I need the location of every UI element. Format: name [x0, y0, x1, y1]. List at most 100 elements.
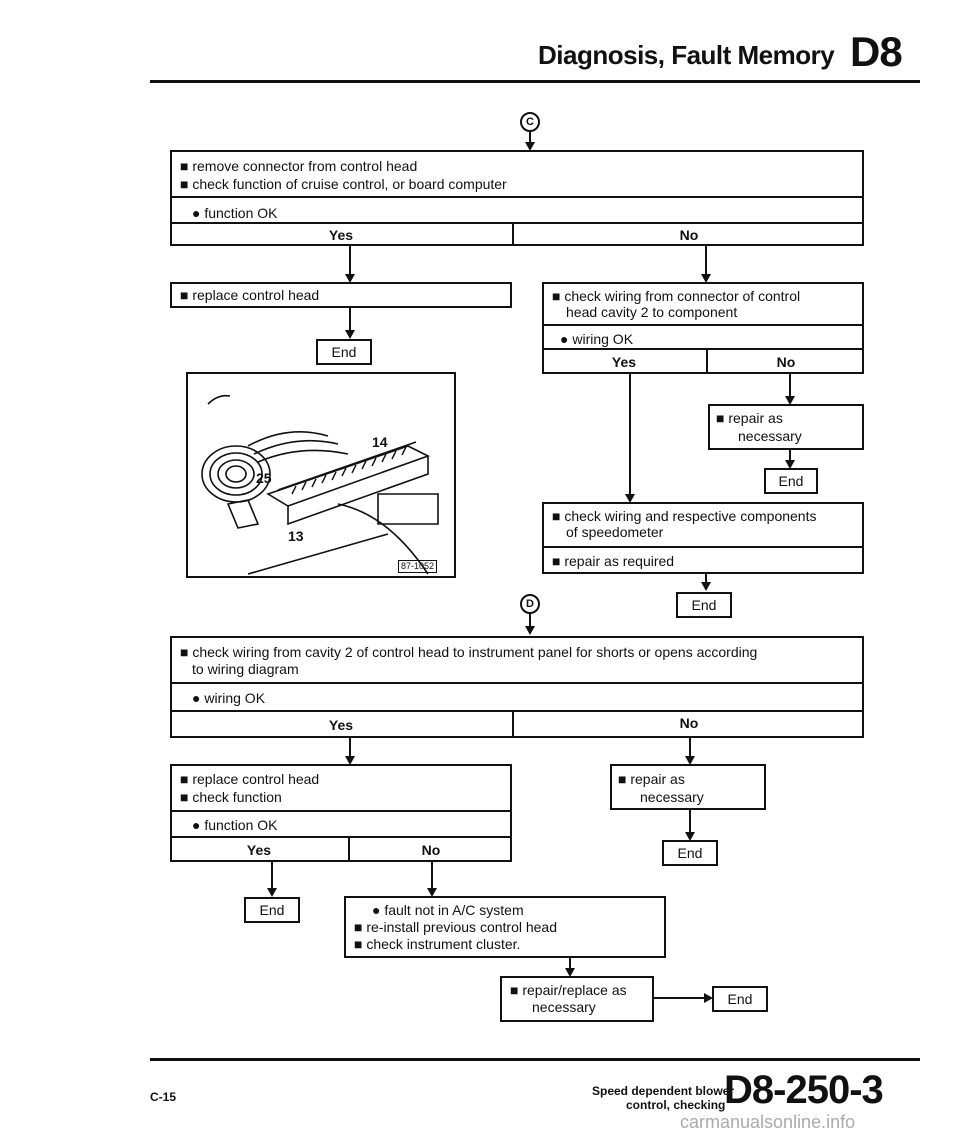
flow-line	[569, 958, 571, 970]
repair-box	[610, 764, 766, 810]
block-c	[170, 150, 864, 246]
yes-label: Yes	[328, 717, 354, 733]
no-label: No	[679, 715, 699, 731]
pin-label-25: 25	[256, 470, 272, 486]
step-text: head cavity 2 to component	[566, 304, 738, 320]
divider	[170, 810, 512, 812]
end-box: End	[662, 840, 718, 866]
arrow-icon	[685, 832, 695, 841]
repair-replace-box	[500, 976, 654, 1022]
step-text: ■ replace control head	[180, 287, 320, 303]
divider	[170, 836, 512, 838]
flow-line	[789, 450, 791, 462]
divider	[170, 222, 864, 224]
arrow-right-icon	[704, 993, 713, 1003]
step-text: of speedometer	[566, 524, 664, 540]
replace-control-head-box	[170, 764, 512, 862]
divider	[542, 348, 864, 350]
arrow-icon	[525, 626, 535, 635]
figure-reference: 87-1052	[398, 560, 438, 573]
yes-label: Yes	[246, 842, 272, 858]
arrow-icon	[685, 756, 695, 765]
flow-line	[689, 738, 691, 758]
divider	[348, 836, 350, 862]
arrow-icon	[565, 968, 575, 977]
question-text: ● wiring OK	[560, 331, 634, 347]
flow-line	[271, 862, 273, 890]
page-number: D8-250-3	[724, 1068, 884, 1112]
step-text: to wiring diagram	[192, 661, 299, 677]
step-text: ■ check function of cruise control, or b…	[180, 176, 507, 192]
question-text: ● function OK	[192, 817, 278, 833]
arrow-icon	[785, 460, 795, 469]
step-text: ■ check instrument cluster.	[354, 936, 521, 952]
connector-line	[529, 132, 531, 144]
step-text: ● fault not in A/C system	[372, 902, 524, 918]
flow-line	[789, 374, 791, 398]
step-text: ■ check wiring from cavity 2 of control …	[180, 644, 758, 660]
step-text: necessary	[640, 789, 704, 805]
connector-marker-d: D	[520, 594, 540, 614]
connector-illustration	[186, 372, 456, 578]
fault-box	[344, 896, 666, 958]
end-box: End	[316, 339, 372, 365]
no-label: No	[776, 354, 796, 370]
divider	[170, 710, 864, 712]
arrow-icon	[625, 494, 635, 503]
page-title: Diagnosis, Fault Memory	[538, 40, 835, 70]
connector-line	[529, 614, 531, 628]
step-text: necessary	[532, 999, 596, 1015]
pin-label-13: 13	[288, 528, 304, 544]
step-text: necessary	[738, 428, 802, 444]
question-text: ● function OK	[192, 205, 278, 221]
header-rule	[150, 80, 920, 83]
footer-description: control, checking	[626, 1098, 726, 1112]
end-box: End	[676, 592, 732, 618]
flow-line	[654, 997, 706, 999]
connector-marker-c: C	[520, 112, 540, 132]
flow-line	[349, 738, 351, 758]
replace-control-head-box	[170, 282, 512, 308]
no-label: No	[421, 842, 441, 858]
arrow-icon	[345, 330, 355, 339]
arrow-icon	[701, 582, 711, 591]
yes-label: Yes	[611, 354, 637, 370]
no-label: No	[679, 227, 699, 243]
step-text: ■ repair as	[618, 771, 685, 787]
footer-rule	[150, 1058, 920, 1061]
step-text: ■ check function	[180, 789, 282, 805]
wiring-check-box	[542, 282, 864, 374]
step-text: ■ replace control head	[180, 771, 320, 787]
flow-line	[431, 862, 433, 890]
block-d	[170, 636, 864, 738]
flow-line	[705, 246, 707, 276]
flow-line	[705, 574, 707, 584]
divider	[542, 324, 864, 326]
arrow-icon	[785, 396, 795, 405]
step-text: ■ remove connector from control head	[180, 158, 418, 174]
speedometer-check-box	[542, 502, 864, 574]
step-text: ■ repair as required	[552, 553, 675, 569]
divider	[542, 546, 864, 548]
yes-label: Yes	[328, 227, 354, 243]
flow-line	[629, 374, 631, 496]
page-code: C-15	[150, 1090, 177, 1104]
divider	[170, 682, 864, 684]
divider	[512, 222, 514, 246]
arrow-icon	[267, 888, 277, 897]
pin-label-14: 14	[372, 434, 388, 450]
flow-line	[689, 810, 691, 834]
end-box: End	[244, 897, 300, 923]
flow-line	[349, 246, 351, 276]
arrow-icon	[427, 888, 437, 897]
arrow-icon	[345, 756, 355, 765]
question-text: ● wiring OK	[192, 690, 266, 706]
footer-description: Speed dependent blower	[592, 1084, 735, 1098]
repair-box	[708, 404, 864, 450]
step-text: ■ check wiring and respective components	[552, 508, 817, 524]
divider	[706, 348, 708, 374]
step-text: ■ check wiring from connector of control	[552, 288, 801, 304]
watermark: carmanualsonline.info	[680, 1112, 856, 1132]
flow-line	[349, 308, 351, 332]
arrow-icon	[701, 274, 711, 283]
